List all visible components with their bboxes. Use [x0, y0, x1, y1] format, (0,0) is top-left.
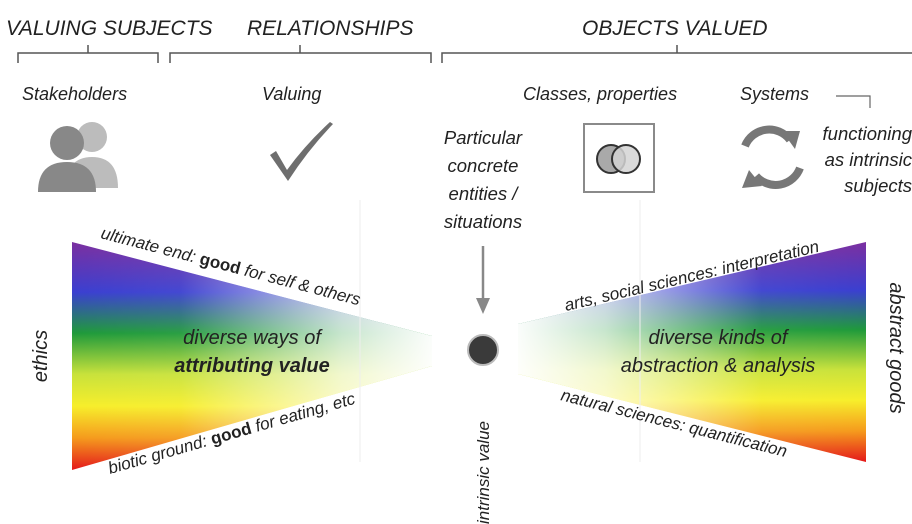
- down-arrow: [476, 246, 490, 314]
- left-fan-center-line2: attributing value: [174, 355, 330, 377]
- systems-note-line: as intrinsic: [825, 149, 912, 170]
- column-label-stakeholders: Stakeholders: [22, 84, 127, 104]
- overlapping-circles-icon: [583, 123, 655, 193]
- right-spectrum-fan: [518, 242, 866, 462]
- systems-note-line: functioning: [823, 123, 912, 144]
- header-valuing-subjects: VALUING SUBJECTS: [6, 17, 213, 40]
- left-spectrum-fan: [72, 242, 432, 470]
- right-fan-center-line1: diverse kinds of: [649, 327, 790, 349]
- cycle-arrows-icon: [741, 125, 804, 189]
- particular-line: entities /: [449, 183, 520, 204]
- stakeholders-icon: [38, 122, 118, 192]
- header-brackets: [17, 45, 912, 63]
- right-fan-side-label: abstract goods: [885, 282, 907, 413]
- center-dot: [467, 334, 499, 366]
- particular-line: Particular: [444, 127, 523, 148]
- left-fan-side-label: ethics: [30, 330, 52, 382]
- column-label-classes-properties: Classes, properties: [523, 84, 677, 104]
- left-fan-center-line1: diverse ways of: [183, 327, 323, 349]
- checkmark-icon: [270, 122, 333, 181]
- header-objects-valued: OBJECTS VALUED: [582, 17, 768, 40]
- header-relationships: RELATIONSHIPS: [247, 17, 413, 40]
- systems-note-line: subjects: [844, 175, 912, 196]
- column-label-valuing: Valuing: [262, 84, 321, 104]
- systems-connector: [836, 95, 871, 108]
- right-fan-center-line2: abstraction & analysis: [621, 355, 816, 377]
- intrinsic-value-label: intrinsic value: [474, 421, 493, 524]
- column-label-systems: Systems: [740, 84, 809, 104]
- particular-line: situations: [444, 211, 522, 232]
- systems-note: functioning as intrinsic subjects: [823, 123, 912, 196]
- particular-line: concrete: [448, 155, 519, 176]
- particular-entities-label: Particular concrete entities / situation…: [444, 127, 523, 232]
